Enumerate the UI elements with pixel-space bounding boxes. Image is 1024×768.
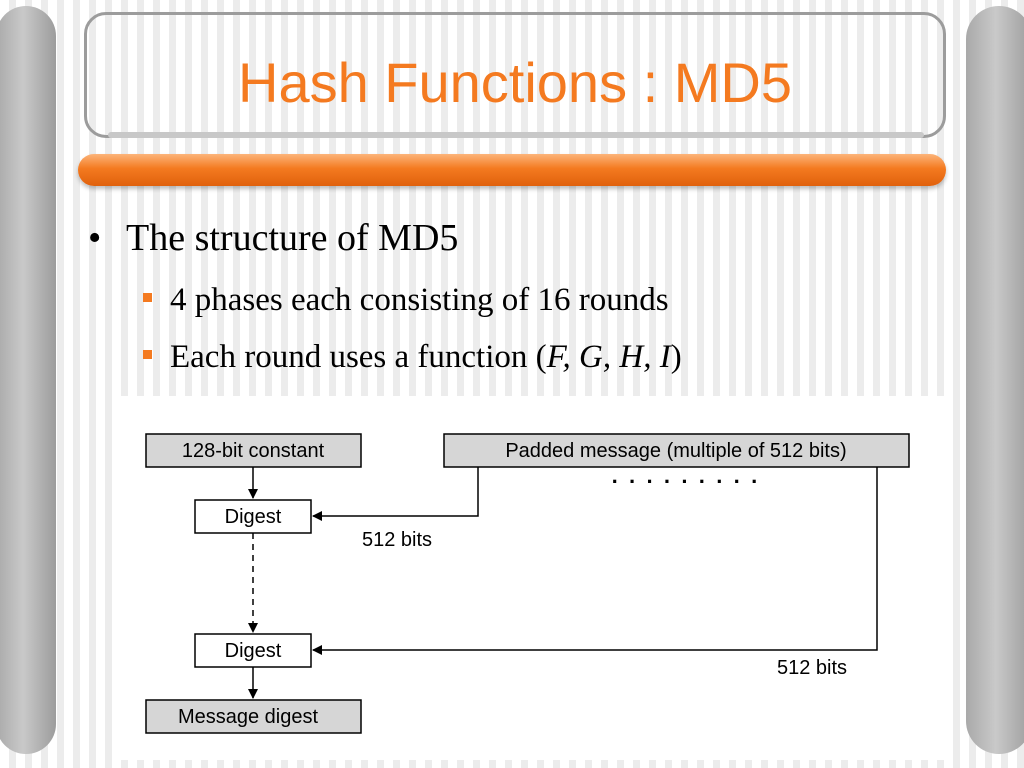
constant-box-label: 128-bit constant xyxy=(182,440,325,462)
bullet-dot-icon: • xyxy=(88,217,102,259)
sub-bullet-2-suffix: ) xyxy=(670,339,682,375)
sub-bullet-1-text: 4 phases each consisting of 16 rounds xyxy=(170,282,669,318)
square-bullet-icon xyxy=(143,293,152,302)
square-bullet-icon xyxy=(143,350,152,359)
digest-bottom-label: Digest xyxy=(225,640,282,662)
arrow-first-block-input xyxy=(312,467,479,521)
sub-bullet-2: Each round uses a function (F, G, H, I) xyxy=(143,339,682,376)
sub-bullet-2-functions: F, G, H, I xyxy=(546,339,671,375)
slide-title: Hash Functions : MD5 xyxy=(238,51,792,114)
left-decorative-bar xyxy=(0,6,56,754)
digest-box-top xyxy=(194,499,312,534)
bullet-main: • The structure of MD5 xyxy=(88,216,458,260)
orange-divider-bar xyxy=(78,154,946,186)
bits-label-last: 512 bits xyxy=(777,657,847,679)
digest-box-bottom xyxy=(194,633,312,668)
sub-bullet-2-text: Each round uses a function (F, G, H, I) xyxy=(170,339,682,376)
arrow-last-block-input xyxy=(312,467,878,655)
title-frame-shadow xyxy=(108,132,924,138)
bits-label-first: 512 bits xyxy=(362,529,432,551)
message-box xyxy=(443,433,910,468)
digest-top-label: Digest xyxy=(225,506,282,528)
md5-structure-diagram: 128-bit constant Padded message (multipl… xyxy=(112,396,948,760)
sub-bullet-2-prefix: Each round uses a function ( xyxy=(170,339,547,375)
diagram-svg: 128-bit constant Padded message (multipl… xyxy=(145,433,910,734)
sub-bullet-1: 4 phases each consisting of 16 rounds xyxy=(143,282,669,319)
message-box-label: Padded message (multiple of 512 bits) xyxy=(505,440,846,462)
message-digest-label: Message digest xyxy=(178,706,319,728)
continuation-dots: · · · · · · · · · xyxy=(612,469,761,494)
bullet-main-text: The structure of MD5 xyxy=(126,217,459,259)
message-digest-box xyxy=(145,699,362,734)
right-decorative-bar xyxy=(966,6,1024,754)
